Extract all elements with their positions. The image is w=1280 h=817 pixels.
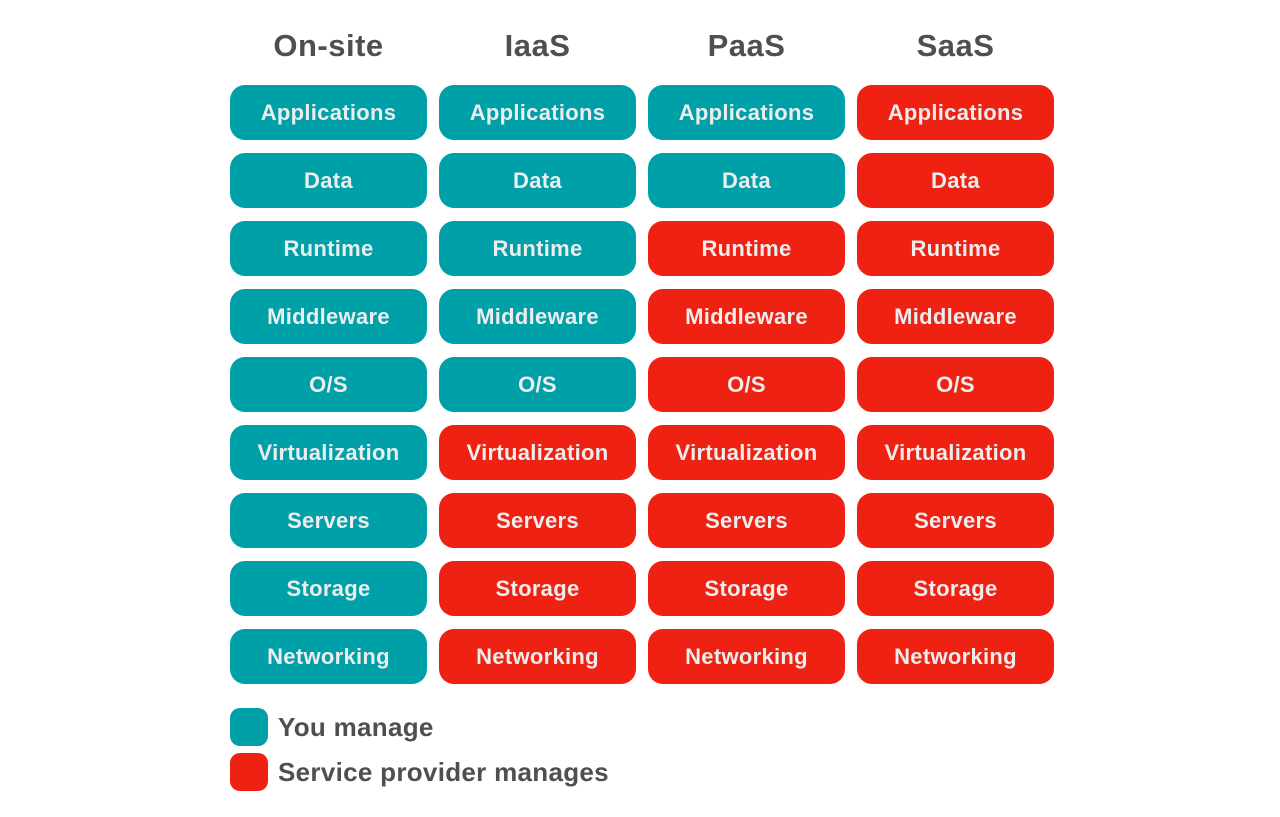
cell-saas-data: Data bbox=[857, 153, 1054, 208]
cell-saas-servers: Servers bbox=[857, 493, 1054, 548]
legend-label-you-manage: You manage bbox=[278, 711, 434, 742]
cell-paas-storage: Storage bbox=[648, 561, 845, 616]
cell-iaas-middleware: Middleware bbox=[439, 289, 636, 344]
column-header-paas: PaaS bbox=[707, 28, 786, 63]
legend-label-provider-manages: Service provider manages bbox=[278, 756, 609, 787]
cell-paas-virtualization: Virtualization bbox=[648, 425, 845, 480]
column-header-saas: SaaS bbox=[916, 28, 995, 63]
cell-saas-virtualization: Virtualization bbox=[857, 425, 1054, 480]
cell-saas-o-s: O/S bbox=[857, 357, 1054, 412]
cell-iaas-data: Data bbox=[439, 153, 636, 208]
cell-iaas-servers: Servers bbox=[439, 493, 636, 548]
cell-saas-middleware: Middleware bbox=[857, 289, 1054, 344]
legend: You manage Service provider manages bbox=[230, 708, 609, 791]
cell-iaas-runtime: Runtime bbox=[439, 221, 636, 276]
cell-on-site-networking: Networking bbox=[230, 629, 427, 684]
cell-on-site-virtualization: Virtualization bbox=[230, 425, 427, 480]
cell-on-site-middleware: Middleware bbox=[230, 289, 427, 344]
cell-on-site-applications: Applications bbox=[230, 85, 427, 140]
cell-on-site-storage: Storage bbox=[230, 561, 427, 616]
cell-paas-middleware: Middleware bbox=[648, 289, 845, 344]
you-manage-swatch bbox=[230, 708, 268, 746]
cell-paas-applications: Applications bbox=[648, 85, 845, 140]
legend-item-provider-manages: Service provider manages bbox=[230, 753, 609, 791]
column-header-on-site: On-site bbox=[273, 28, 384, 63]
cell-saas-runtime: Runtime bbox=[857, 221, 1054, 276]
cell-iaas-applications: Applications bbox=[439, 85, 636, 140]
cell-paas-networking: Networking bbox=[648, 629, 845, 684]
cell-iaas-storage: Storage bbox=[439, 561, 636, 616]
cell-saas-storage: Storage bbox=[857, 561, 1054, 616]
column-header-iaas: IaaS bbox=[504, 28, 571, 63]
cell-paas-servers: Servers bbox=[648, 493, 845, 548]
cell-saas-applications: Applications bbox=[857, 85, 1054, 140]
cell-on-site-o-s: O/S bbox=[230, 357, 427, 412]
cell-saas-networking: Networking bbox=[857, 629, 1054, 684]
provider-manages-swatch bbox=[230, 753, 268, 791]
cell-paas-data: Data bbox=[648, 153, 845, 208]
cell-paas-o-s: O/S bbox=[648, 357, 845, 412]
legend-item-you-manage: You manage bbox=[230, 708, 609, 746]
cell-paas-runtime: Runtime bbox=[648, 221, 845, 276]
cell-on-site-runtime: Runtime bbox=[230, 221, 427, 276]
cell-on-site-data: Data bbox=[230, 153, 427, 208]
cell-iaas-virtualization: Virtualization bbox=[439, 425, 636, 480]
cell-iaas-networking: Networking bbox=[439, 629, 636, 684]
cell-on-site-servers: Servers bbox=[230, 493, 427, 548]
cell-iaas-o-s: O/S bbox=[439, 357, 636, 412]
